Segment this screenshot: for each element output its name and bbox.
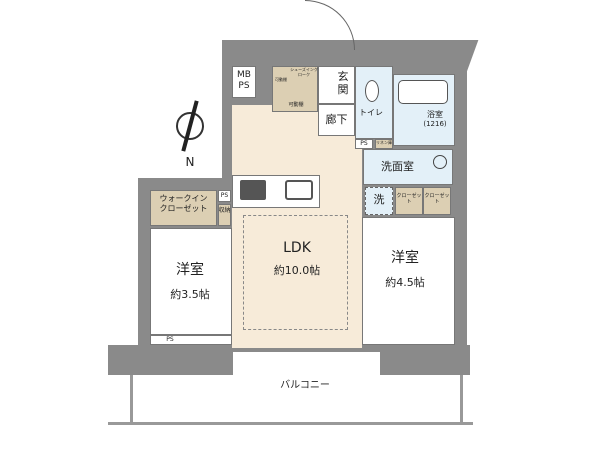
ps-label: PS — [360, 140, 368, 147]
ldk-size: 約10.0帖 — [273, 264, 321, 277]
linen-storage — [375, 139, 393, 149]
entrance — [318, 66, 355, 104]
mbps-label: MB PS — [237, 70, 251, 91]
washer-label: 洗 — [373, 193, 385, 206]
linen-label: リネン庫 — [376, 140, 392, 145]
north-label: N — [185, 155, 195, 169]
bath-label: 浴室 — [427, 110, 443, 119]
entrance-label: 玄関 — [337, 70, 349, 97]
room1-label: 洋室 — [176, 262, 204, 278]
balcony-label: バルコニー — [280, 380, 330, 391]
shelf-label: 可動棚 — [275, 77, 287, 82]
storage — [218, 204, 231, 226]
ps-label: PS — [220, 192, 229, 199]
bathtub-icon — [398, 80, 448, 104]
shoes-closet — [272, 66, 318, 112]
storage-label: 収納 — [218, 207, 231, 214]
ps-box — [218, 190, 231, 202]
western-room-2 — [362, 217, 455, 345]
balcony-rail — [460, 375, 463, 425]
toilet — [355, 66, 393, 139]
ps-label: PS — [166, 336, 174, 343]
washer-space — [365, 187, 393, 215]
balcony — [108, 345, 473, 425]
toilet-label: トイレ — [359, 108, 383, 117]
shoes-closet-label: シューズインクローク — [290, 67, 318, 77]
bath-size: (1216) — [423, 120, 447, 128]
closet[interactable] — [423, 187, 451, 215]
western-room-1 — [150, 228, 232, 335]
ps-box — [150, 335, 232, 345]
ldk-room — [232, 105, 362, 348]
washroom-label: 洗面室 — [381, 160, 414, 173]
balcony-rail — [130, 375, 133, 425]
ps-box — [355, 139, 373, 149]
room2-label: 洋室 — [391, 250, 419, 266]
ldk-rug-outline — [243, 215, 348, 330]
room2-size: 約4.5帖 — [385, 276, 425, 289]
water-heater-icon — [433, 155, 447, 169]
wic-label: ウォークイン クローゼット — [159, 194, 208, 213]
entry-door[interactable] — [305, 0, 355, 50]
hallway-label: 廊下 — [325, 113, 348, 126]
balcony-wall-left — [108, 345, 233, 375]
closet-label: クローゼット — [396, 193, 422, 205]
closet-label: クローゼット — [424, 193, 450, 205]
closet[interactable] — [395, 187, 423, 215]
toilet-icon — [365, 80, 379, 102]
sink-icon — [285, 180, 313, 200]
stove-icon — [240, 180, 266, 200]
ldk-label: LDK — [283, 240, 311, 256]
shelf-label: 可動棚 — [288, 102, 304, 108]
mb-ps — [232, 66, 256, 98]
hallway — [318, 104, 355, 136]
exterior-wall-diagonal — [405, 40, 479, 75]
compass — [176, 112, 204, 140]
walk-in-closet — [150, 190, 217, 226]
room1-size: 約3.5帖 — [170, 288, 210, 301]
